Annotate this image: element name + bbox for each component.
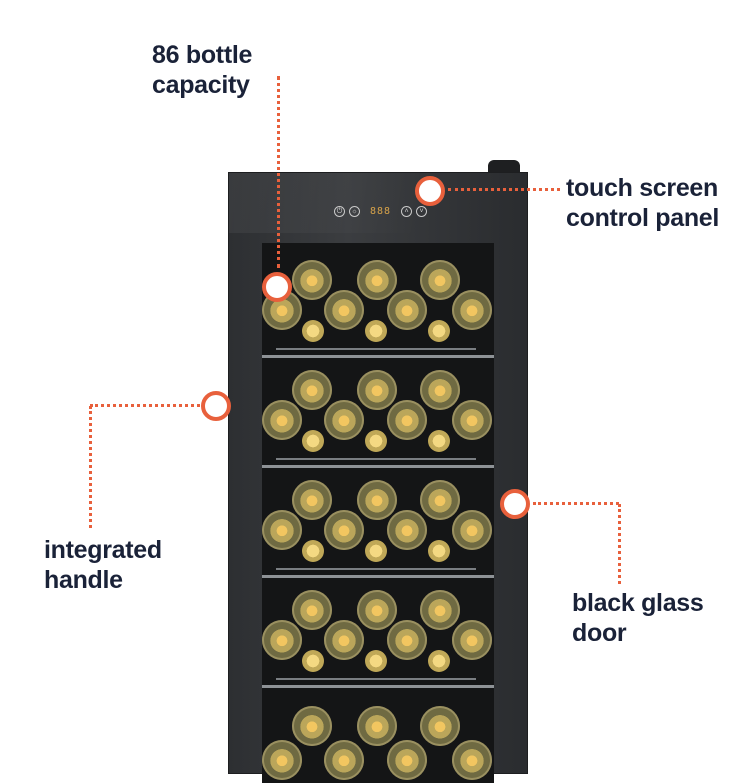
bottle-neck (428, 540, 450, 562)
door-marker (500, 489, 530, 519)
bottle (420, 370, 460, 410)
bottle (262, 400, 302, 440)
bottle-neck (428, 320, 450, 342)
bottle (387, 400, 427, 440)
bottle (357, 260, 397, 300)
bottle (324, 290, 364, 330)
bottle-neck (302, 540, 324, 562)
bottle (262, 510, 302, 550)
handle-label-line2: handle (44, 566, 123, 594)
shelf-rail (262, 685, 494, 688)
bottle (357, 370, 397, 410)
capacity-label-line2: capacity (152, 71, 250, 99)
shelf-rail (276, 348, 476, 350)
control-panel-label: touch screen control panel (566, 173, 719, 233)
bottle (452, 290, 492, 330)
bottle-neck (365, 430, 387, 452)
bottle-neck (365, 540, 387, 562)
bottle (324, 620, 364, 660)
bottle-neck (365, 650, 387, 672)
door-leader-line-v (618, 504, 621, 584)
bottle (357, 590, 397, 630)
bottle (292, 706, 332, 746)
control-panel-marker (415, 176, 445, 206)
chevron-down-icon: ˅ (416, 206, 428, 217)
control-panel-leader-line (448, 188, 560, 191)
shelf-rail (262, 575, 494, 578)
shelf (262, 358, 494, 468)
bottle (452, 510, 492, 550)
shelf-rail (276, 678, 476, 680)
door-hinge (488, 160, 520, 174)
wine-fridge: ⏻ ☼ 888 ˄ ˅ (228, 172, 528, 783)
bottle-neck (302, 320, 324, 342)
temperature-display: 888 (370, 206, 392, 217)
capacity-label: 86 bottle capacity (152, 40, 252, 100)
bottle (292, 480, 332, 520)
bottle (262, 620, 302, 660)
bottle-neck (428, 430, 450, 452)
bottle (452, 400, 492, 440)
bottle (420, 706, 460, 746)
bottle (387, 620, 427, 660)
handle-marker (201, 391, 231, 421)
bottle (292, 370, 332, 410)
shelf-rail (276, 568, 476, 570)
capacity-leader-line (277, 76, 280, 268)
bottle (324, 740, 364, 780)
bottle (420, 590, 460, 630)
bottle (452, 620, 492, 660)
fridge-interior (262, 243, 494, 783)
shelf (262, 248, 494, 358)
touch-control-panel: ⏻ ☼ 888 ˄ ˅ (334, 206, 428, 217)
bottle-neck (302, 650, 324, 672)
capacity-marker (262, 272, 292, 302)
bottle (262, 740, 302, 780)
bottle (387, 510, 427, 550)
shelf (262, 468, 494, 578)
shelf-rail (262, 465, 494, 468)
handle-leader-line-v (89, 406, 92, 528)
bottle (387, 290, 427, 330)
bottle-neck (302, 430, 324, 452)
capacity-label-line1: 86 bottle (152, 41, 253, 69)
bottle (420, 260, 460, 300)
door-leader-line-h (533, 502, 619, 505)
chevron-up-icon: ˄ (401, 206, 413, 217)
bottle-neck (428, 650, 450, 672)
handle-leader-line-h (90, 404, 200, 407)
bottle (292, 260, 332, 300)
shelf-rail (262, 355, 494, 358)
power-icon: ⏻ (334, 206, 345, 217)
bottle (452, 740, 492, 780)
shelf-rail (276, 458, 476, 460)
glass-reflection (229, 173, 419, 233)
control-panel-label-line1: touch screen (566, 174, 719, 202)
handle-label-line1: integrated (44, 536, 162, 564)
door-label: black glass door (572, 588, 704, 648)
control-panel-label-line2: control panel (566, 204, 720, 232)
bottle (324, 400, 364, 440)
handle-label: integrated handle (44, 535, 162, 595)
bottle (420, 480, 460, 520)
bottle-neck (365, 320, 387, 342)
door-label-line2: door (572, 619, 627, 647)
shelf (262, 688, 494, 783)
bottle (324, 510, 364, 550)
light-icon: ☼ (349, 206, 360, 217)
door-label-line1: black glass (572, 589, 704, 617)
bottle (292, 590, 332, 630)
shelf (262, 578, 494, 688)
bottle (387, 740, 427, 780)
bottle (357, 480, 397, 520)
bottle (357, 706, 397, 746)
